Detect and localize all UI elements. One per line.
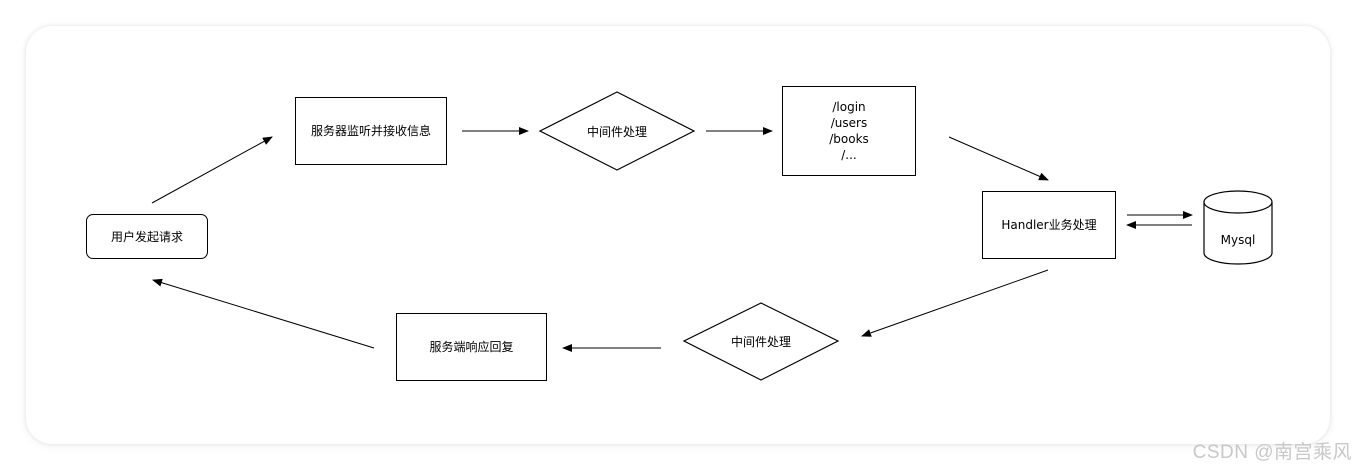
routes-node: /login /users /books /... [782,86,916,176]
mysql-label: Mysql [1220,233,1256,247]
arrow-routes-to-handler [948,136,1049,181]
server-reply-label: 服务端响应回复 [429,340,514,354]
route-more: /... [841,148,857,162]
route-books: /books [829,132,869,146]
handler-node: Handler业务处理 [982,191,1116,259]
watermark: CSDN @南宫乘风 [1192,442,1352,463]
user-request-label: 用户发起请求 [110,229,183,244]
arrow-handler-to-middleware [861,269,1049,337]
user-request-node: 用户发起请求 [86,214,208,259]
middleware-out-label-box: 中间件处理 [704,331,818,351]
server-reply-node: 服务端响应回复 [396,313,547,381]
middleware-in-diamond [538,91,696,171]
arrow-reply-to-user [152,278,375,349]
middleware-out-diamond [682,302,840,381]
arrow-user-to-server [151,136,273,204]
mysql-database-icon [1203,190,1273,265]
middleware-in-label: 中间件处理 [586,124,647,139]
middleware-out-label: 中间件处理 [730,334,791,349]
middleware-in-label-box: 中间件处理 [560,121,674,141]
handler-label: Handler业务处理 [1001,218,1097,232]
route-login: /login [832,100,866,114]
mysql-label-box: Mysql [1204,228,1272,252]
server-listen-node: 服务器监听并接收信息 [295,97,447,165]
server-listen-label: 服务器监听并接收信息 [310,124,431,138]
route-users: /users [830,116,868,130]
